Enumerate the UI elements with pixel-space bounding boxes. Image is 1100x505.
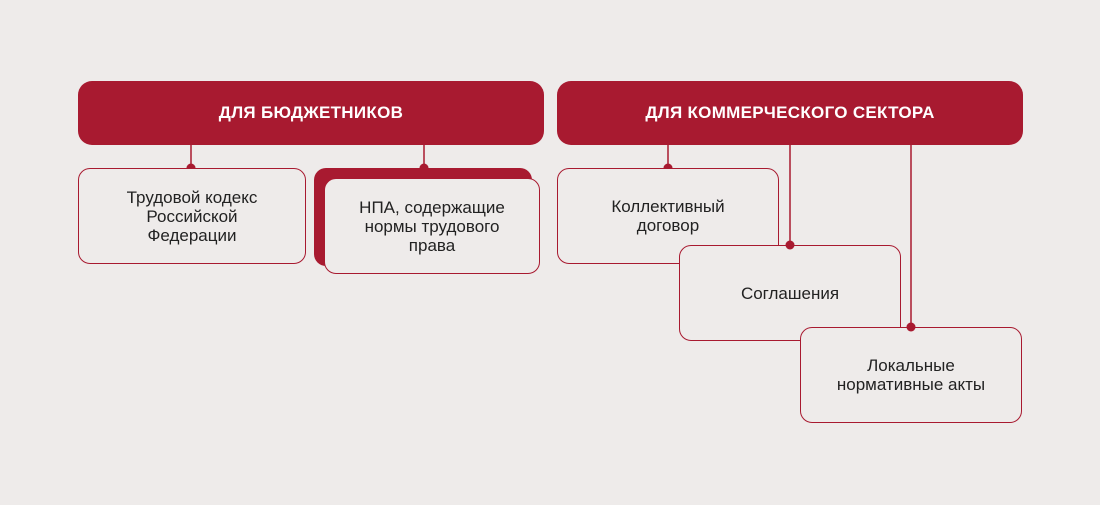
box-labor-code-label: Трудовой кодекс Российской Федерации — [126, 187, 258, 245]
box-agreements-label: Соглашения — [740, 283, 840, 303]
box-collective: Коллективный договор — [557, 168, 779, 264]
box-local: Локальные нормативные акты — [800, 327, 1022, 423]
header-commercial-label: ДЛЯ КОММЕРЧЕСКОГО СЕКТОРА — [645, 103, 935, 122]
box-labor-code: Трудовой кодекс Российской Федерации — [78, 168, 306, 264]
connector-dot — [906, 322, 916, 332]
box-local-label: Локальные нормативные акты — [836, 356, 986, 394]
header-commercial: ДЛЯ КОММЕРЧЕСКОГО СЕКТОРА — [557, 81, 1023, 145]
box-npa-label: НПА, содержащие нормы трудового права — [359, 197, 505, 255]
box-npa: НПА, содержащие нормы трудового права — [324, 178, 540, 274]
header-budget: ДЛЯ БЮДЖЕТНИКОВ — [78, 81, 544, 145]
header-budget-label: ДЛЯ БЮДЖЕТНИКОВ — [218, 103, 404, 122]
box-agreements: Соглашения — [679, 245, 901, 341]
box-collective-label: Коллективный договор — [611, 197, 725, 235]
connector-dot — [785, 240, 795, 250]
